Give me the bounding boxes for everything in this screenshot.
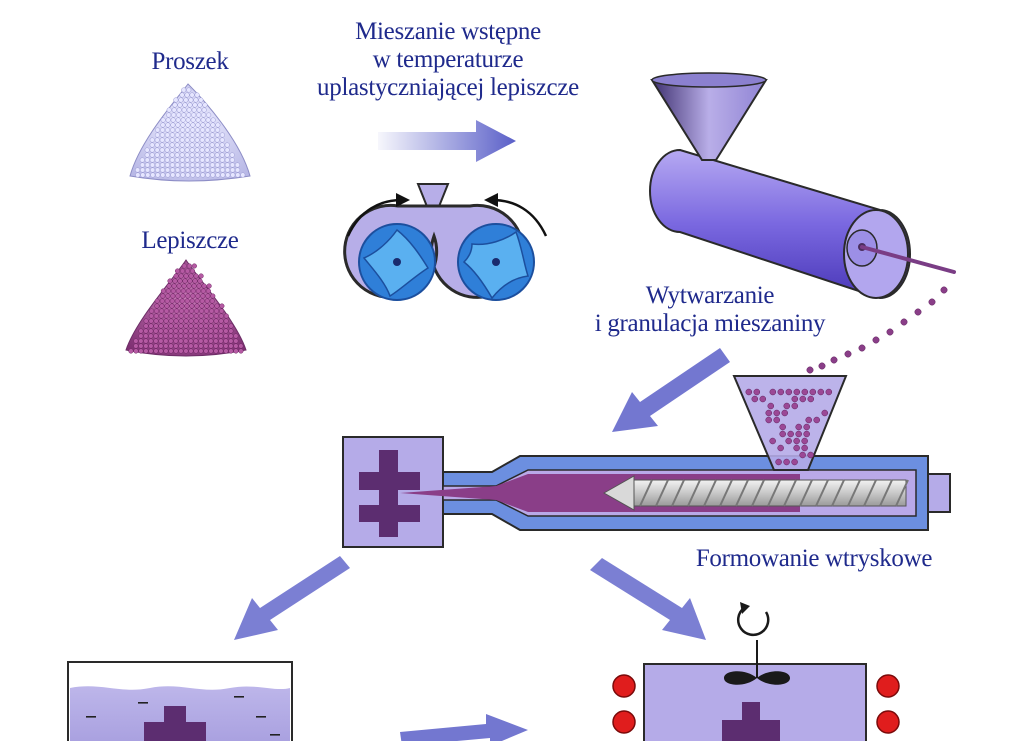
heater-icon — [613, 675, 635, 697]
label-binder: Lepiszcze — [110, 227, 270, 255]
powder-pile — [130, 84, 250, 181]
heater-icon — [877, 675, 899, 697]
debinding-bath — [68, 662, 292, 741]
screw — [604, 476, 908, 510]
arrow-to-sintering — [400, 714, 528, 741]
label-premix-line: w temperaturze — [288, 46, 608, 74]
extruder-granulator — [650, 73, 954, 298]
arrow-premix — [378, 120, 516, 162]
heater-icon — [613, 711, 635, 733]
label-premix-line: uplastyczniającej lepiszcze — [288, 74, 608, 102]
sintering-furnace — [613, 602, 899, 741]
label-premix: Mieszanie wstępne w temperaturze uplasty… — [288, 18, 608, 102]
label-powder: Proszek — [120, 48, 260, 76]
label-granulation-line: Wytwarzanie — [560, 282, 860, 310]
label-granulation-line: i granulacja mieszaniny — [560, 310, 860, 338]
heater-icon — [877, 711, 899, 733]
label-injection: Formowanie wtryskowe — [672, 545, 956, 573]
twin-rotor-mixer — [345, 184, 546, 300]
arrow-to-debinding-bath — [234, 556, 350, 640]
binder-pile — [126, 260, 246, 356]
label-granulation: Wytwarzanie i granulacja mieszaniny — [560, 282, 860, 338]
label-premix-line: Mieszanie wstępne — [288, 18, 608, 46]
arrow-to-injection — [612, 348, 730, 432]
